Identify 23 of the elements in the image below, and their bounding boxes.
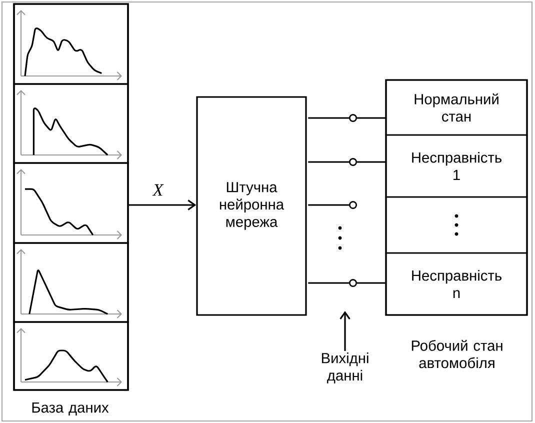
- connector-line: [357, 282, 386, 284]
- connector-line: [357, 161, 386, 163]
- connector-line: [308, 204, 349, 206]
- table-row: Несправність n: [385, 252, 528, 316]
- table-row: Несправність 1: [385, 134, 528, 198]
- connector-line: [308, 161, 349, 163]
- table-row: [385, 196, 528, 254]
- chart-drawing: [13, 162, 129, 244]
- group-heading: Робочий стан автомобіля: [412, 340, 502, 368]
- table-row: Нормальний стан: [385, 79, 528, 136]
- arrow: [340, 310, 350, 351]
- connector-line: [308, 117, 349, 119]
- connector-line: [308, 282, 349, 284]
- edge-label: X: [151, 182, 165, 197]
- connector-line: [357, 117, 386, 119]
- text-label: Вихідні данні: [322, 352, 368, 384]
- group-heading: База даних: [32, 402, 109, 416]
- process-box: Штучна нейронна мережа: [196, 96, 307, 316]
- chart-drawing: [13, 83, 129, 164]
- arrow: [128, 200, 196, 210]
- chart-drawing: [13, 3, 129, 85]
- chart-drawing: [13, 242, 129, 323]
- chart-drawing: [13, 321, 129, 391]
